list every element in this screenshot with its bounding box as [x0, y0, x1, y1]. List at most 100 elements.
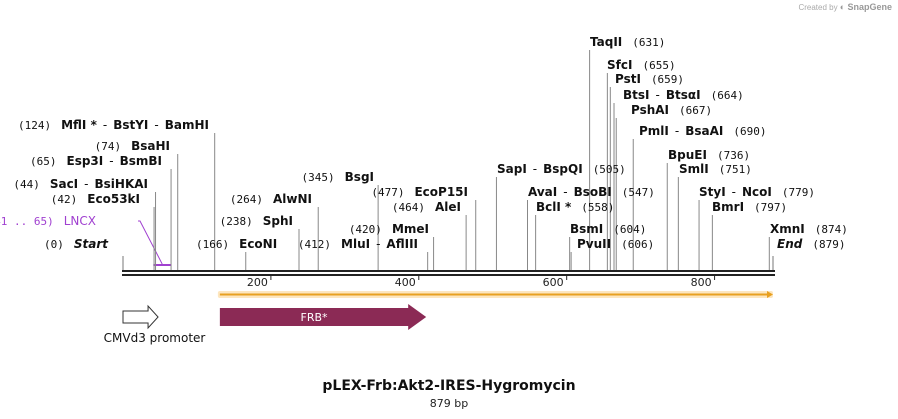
restriction-site-label: (264)AlwNI: [230, 192, 312, 206]
site-label-part: PvuII: [577, 237, 611, 251]
site-label-part: Start: [74, 237, 109, 251]
site-label-part: SapI: [497, 162, 527, 176]
restriction-site-label: BclI * (558): [536, 200, 614, 214]
site-label-part: BsiHKAI: [95, 177, 149, 191]
restriction-site-label: End (879): [777, 237, 845, 251]
site-label-part: (690): [733, 125, 766, 138]
site-label-part: BtsαI: [666, 88, 701, 102]
credit-prefix: Created by: [798, 3, 838, 12]
site-label-part: (74): [95, 140, 122, 153]
site-label-part: (41 .. 65): [0, 215, 54, 228]
restriction-site-label: PstI (659): [615, 72, 684, 86]
site-label-part: EcoP15I: [414, 185, 468, 199]
restriction-site-label: PvuII (606): [577, 237, 654, 251]
restriction-site-label: BpuEI(736): [668, 148, 750, 162]
site-label-part: (751): [719, 163, 752, 176]
site-label-part: (631): [632, 36, 665, 49]
restriction-site-label: (65)Esp3I-BsmBI: [30, 154, 162, 168]
site-label-part: End: [777, 237, 803, 251]
site-label-part: BclI *: [536, 200, 572, 214]
site-label-part: (65): [30, 155, 57, 168]
restriction-site-label: (238)SphI: [220, 214, 293, 228]
restriction-site-label: (42)Eco53kI: [51, 192, 140, 206]
site-label-part: -: [732, 185, 736, 199]
site-label-part: BsmI: [570, 222, 603, 236]
site-label-part: (667): [679, 104, 712, 117]
restriction-site-label: (0)Start: [44, 237, 109, 251]
restriction-site-label: TaqII (631): [590, 35, 665, 49]
site-label-part: (558): [581, 201, 614, 214]
restriction-site-label: AvaI-BsoBI(547): [528, 185, 655, 199]
site-label-part: AflIII: [386, 237, 418, 251]
restriction-site-label: BtsI-BtsαI(664): [623, 88, 744, 102]
site-label-part: SmlI: [679, 162, 709, 176]
site-label-part: (238): [220, 215, 253, 228]
site-label-part: (124): [18, 119, 51, 132]
site-label-part: BspQI: [543, 162, 583, 176]
restriction-site-label: SmlI (751): [679, 162, 752, 176]
site-label-part: BsgI: [345, 170, 374, 184]
site-label-part: (604): [613, 223, 646, 236]
snapgene-credit: Created by ◐ SnapGene: [798, 2, 892, 12]
site-label-part: BsmBI: [120, 154, 162, 168]
site-label-part: -: [154, 118, 158, 132]
feature-frb-arrow: [219, 304, 427, 330]
site-label-part: PstI: [615, 72, 641, 86]
site-label-part: PshAI: [631, 103, 669, 117]
site-label-part: (606): [621, 238, 654, 251]
site-label-part: (420): [349, 223, 382, 236]
site-label-part: (664): [711, 89, 744, 102]
site-label-part: SacI: [50, 177, 78, 191]
site-label-part: BstYI: [113, 118, 148, 132]
site-label-part: (166): [196, 238, 229, 251]
restriction-site-label: PmlI-BsaAI(690): [639, 124, 767, 138]
site-label-part: (779): [782, 186, 815, 199]
site-label-part: (879): [812, 238, 845, 251]
scale-tick-label: 600: [543, 276, 564, 289]
restriction-site-label: StyI-NcoI(779): [699, 185, 815, 199]
site-label-part: (659): [651, 73, 684, 86]
site-label-part: (412): [298, 238, 331, 251]
site-label-part: BsaHI: [131, 139, 170, 153]
site-label-part: -: [376, 237, 380, 251]
plasmid-name: pLEX-Frb:Akt2-IRES-Hygromycin: [322, 378, 576, 394]
site-label-part: -: [675, 124, 679, 138]
restriction-site-label: (464)AleI: [392, 200, 461, 214]
site-label-part: XmnI: [770, 222, 805, 236]
site-label-part: (655): [642, 59, 675, 72]
site-label-part: SfcI: [607, 58, 632, 72]
snapgene-logo: ◐: [839, 2, 846, 12]
site-label-part: MmeI: [392, 222, 429, 236]
site-label-part: -: [533, 162, 537, 176]
site-label-part: (264): [230, 193, 263, 206]
restriction-site-label: XmnI (874): [770, 222, 848, 236]
restriction-site-label: (420) MmeI: [349, 222, 429, 236]
feature-cmvd3-arrow: [122, 304, 159, 330]
site-label-part: BsoBI: [574, 185, 612, 199]
scale-tick-label: 200: [247, 276, 268, 289]
site-label-part: (345): [302, 171, 335, 184]
restriction-site-label: (44)SacI-BsiHKAI: [13, 177, 148, 191]
site-label-part: BpuEI: [668, 148, 707, 162]
site-label-part: (464): [392, 201, 425, 214]
restriction-site-label: (41 .. 65)LNCX: [0, 214, 96, 228]
restriction-site-label: (124)MflI *-BstYI-BamHI: [18, 118, 209, 132]
restriction-site-label: SfcI (655): [607, 58, 676, 72]
restriction-site-label: (412) MluI-AflIII: [298, 237, 418, 251]
site-label-part: EcoNI: [239, 237, 277, 251]
restriction-site-label: PshAI (667): [631, 103, 712, 117]
site-label-part: (547): [622, 186, 655, 199]
orf-arrowhead: [767, 291, 773, 298]
site-label-part: (874): [815, 223, 848, 236]
restriction-site-label: BsmI (604): [570, 222, 646, 236]
restriction-site-label: (74) BsaHI: [95, 139, 170, 153]
site-label-part: (505): [593, 163, 626, 176]
site-label-part: (477): [371, 186, 404, 199]
site-label-part: MluI: [341, 237, 370, 251]
site-label-part: BmrI: [712, 200, 744, 214]
restriction-site-label: (345) BsgI: [302, 170, 374, 184]
site-label-part: TaqII: [590, 35, 622, 49]
backbone-top-strand: [122, 270, 775, 272]
site-label-part: MflI *: [61, 118, 97, 132]
